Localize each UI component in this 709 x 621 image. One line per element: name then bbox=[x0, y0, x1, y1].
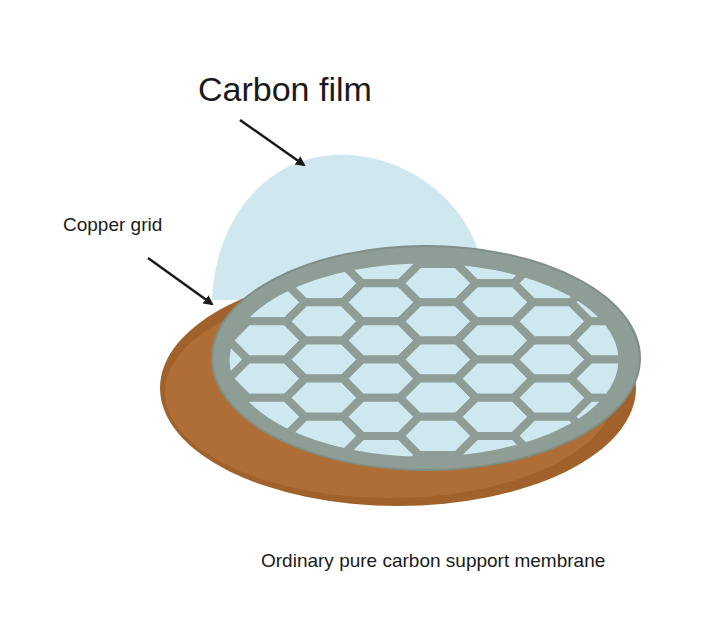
hex-cell bbox=[685, 398, 709, 436]
hex-cell bbox=[685, 321, 709, 359]
leader-line bbox=[240, 120, 304, 165]
part-label: Copper grid bbox=[63, 214, 162, 236]
hex-cell bbox=[628, 340, 704, 378]
hex-cell bbox=[172, 531, 248, 569]
grid-window bbox=[228, 262, 620, 458]
hex-cell bbox=[229, 474, 305, 512]
hex-cell bbox=[400, 493, 476, 531]
hex-mesh bbox=[172, 226, 709, 589]
hex-cell bbox=[400, 455, 476, 493]
hex-cell bbox=[286, 226, 362, 264]
hex-cell bbox=[457, 474, 533, 512]
hex-cell bbox=[628, 379, 704, 417]
hex-cell bbox=[229, 245, 305, 283]
hex-cell bbox=[343, 474, 419, 512]
hex-cell bbox=[628, 531, 704, 569]
part-label: Carbon film bbox=[198, 70, 372, 109]
hex-cell bbox=[229, 512, 305, 550]
figure-caption: Ordinary pure carbon support membrane bbox=[261, 550, 605, 572]
hex-cell bbox=[628, 302, 704, 340]
hex-cell bbox=[514, 493, 590, 531]
hex-cell bbox=[571, 245, 647, 283]
hex-cell bbox=[628, 264, 704, 302]
hex-cell bbox=[457, 512, 533, 550]
hex-cell bbox=[628, 417, 704, 455]
hex-cell bbox=[628, 493, 704, 531]
hex-cell bbox=[685, 550, 709, 588]
hex-cell bbox=[172, 455, 248, 493]
leader-line bbox=[148, 258, 212, 304]
grid-inner-edge bbox=[228, 262, 620, 458]
hex-cell bbox=[628, 226, 704, 264]
hex-cell bbox=[514, 226, 590, 264]
hex-cell bbox=[571, 436, 647, 474]
hex-cell bbox=[685, 512, 709, 550]
hex-cell bbox=[172, 493, 248, 531]
hex-cell bbox=[229, 436, 305, 474]
hex-cell bbox=[514, 455, 590, 493]
hex-cell bbox=[286, 455, 362, 493]
hex-cell bbox=[685, 245, 709, 283]
hex-cell bbox=[685, 283, 709, 321]
hex-cell bbox=[286, 493, 362, 531]
hex-cell bbox=[685, 360, 709, 398]
hex-cell bbox=[571, 512, 647, 550]
hex-cell bbox=[172, 226, 248, 264]
hex-cell bbox=[172, 417, 248, 455]
grid-rim bbox=[212, 246, 640, 470]
hex-cell bbox=[514, 417, 590, 455]
hex-cell bbox=[571, 474, 647, 512]
hex-cell bbox=[343, 512, 419, 550]
hex-cell bbox=[685, 436, 709, 474]
hex-cell bbox=[400, 226, 476, 264]
hex-cell bbox=[685, 474, 709, 512]
hex-cell bbox=[628, 455, 704, 493]
hex-cell bbox=[514, 264, 590, 302]
